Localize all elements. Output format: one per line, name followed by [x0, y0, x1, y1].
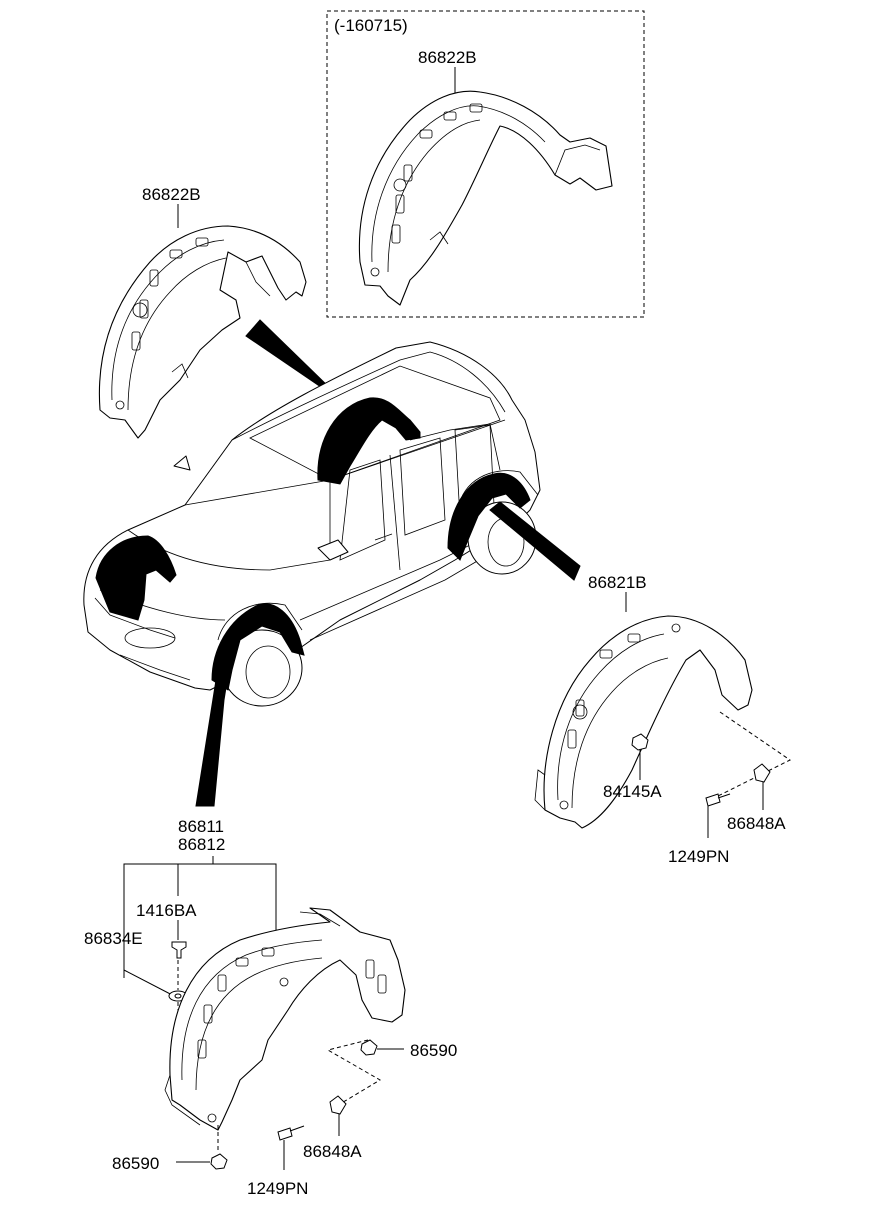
liner-86822B[interactable]: [98, 225, 307, 439]
screw-1249PN-rear[interactable]: [705, 793, 731, 807]
highlight-rear-liner: [447, 472, 531, 561]
pointer-rear-guard: [489, 501, 581, 581]
label-86812[interactable]: 86812: [178, 835, 225, 854]
label-86848A-front[interactable]: 86848A: [303, 1142, 362, 1161]
label-1249PN-rear[interactable]: 1249PN: [668, 847, 729, 866]
label-1249PN-front[interactable]: 1249PN: [247, 1179, 308, 1198]
variant-box: (-160715) 86822B: [326, 10, 645, 318]
screw-1249PN-front[interactable]: [277, 1125, 305, 1141]
label-84145A[interactable]: 84145A: [603, 782, 662, 801]
label-1416BA[interactable]: 1416BA: [136, 901, 197, 920]
label-86590-right[interactable]: 86590: [410, 1041, 457, 1060]
label-86590-bottom[interactable]: 86590: [112, 1154, 159, 1173]
label-86821B[interactable]: 86821B: [588, 573, 647, 592]
nut-84145A[interactable]: [631, 733, 649, 751]
bolt-1416BA[interactable]: [171, 941, 187, 959]
label-86848A-rear[interactable]: 86848A: [727, 814, 786, 833]
liner-86811-86812[interactable]: [164, 907, 406, 1131]
label-86822B-variant[interactable]: 86822B: [418, 48, 477, 67]
liner-86822B-variant[interactable]: [358, 90, 613, 306]
clip-86848A-rear[interactable]: [753, 763, 771, 783]
highlight-front-left-liner: [95, 535, 177, 621]
nut-86590-bottom[interactable]: [210, 1153, 228, 1170]
nut-86590-right[interactable]: [360, 1039, 378, 1056]
rear-dash-line: [709, 711, 791, 801]
label-86811[interactable]: 86811: [178, 817, 224, 836]
label-86834E[interactable]: 86834E: [84, 929, 143, 948]
highlight-front-right-liner: [211, 603, 305, 691]
liner-86821B[interactable]: [534, 615, 753, 829]
highlight-upper-liner: [317, 397, 421, 485]
label-86822B[interactable]: 86822B: [142, 185, 201, 204]
front-guard-leader: [123, 863, 277, 999]
pointer-front-guard: [195, 649, 233, 807]
front-dash-line: [326, 1039, 381, 1111]
clip-86848A-front[interactable]: [329, 1095, 347, 1115]
variant-date-label: (-160715): [334, 16, 408, 35]
